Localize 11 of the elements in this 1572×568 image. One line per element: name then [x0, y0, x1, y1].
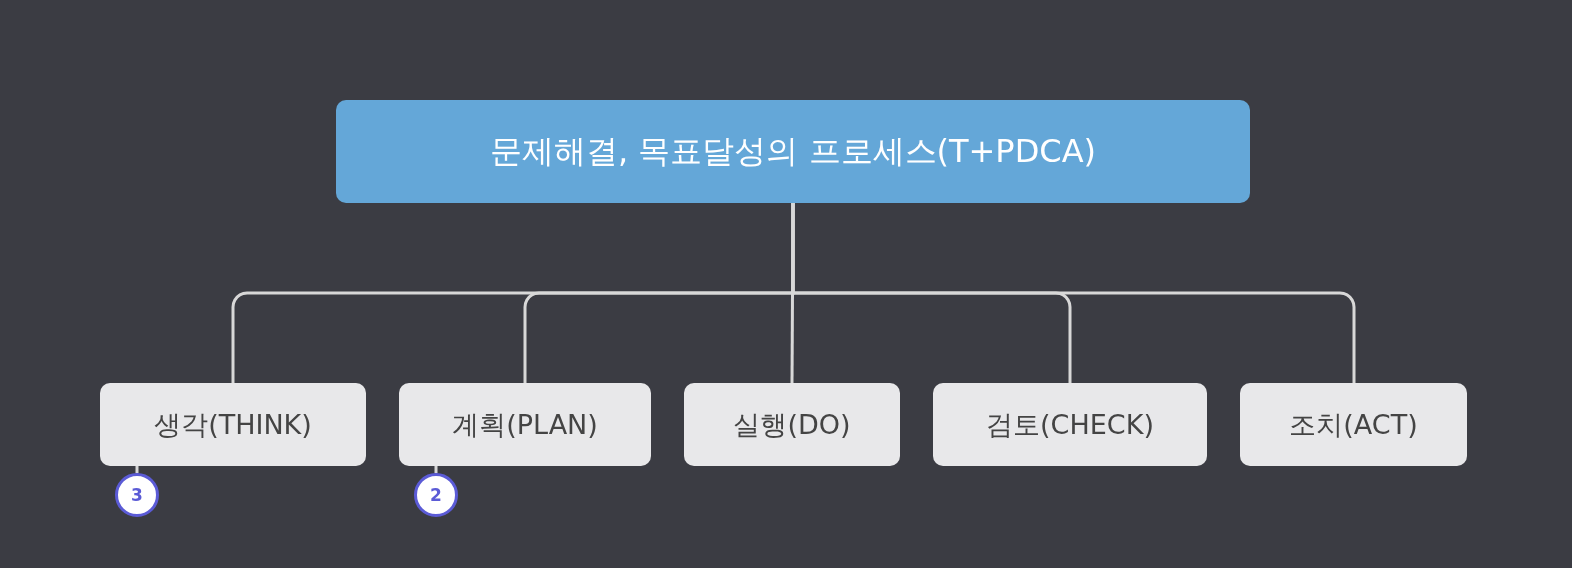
root-topic-box: 문제해결, 목표달성의 프로세스(T+PDCA): [336, 100, 1250, 203]
subtopic-box: 계획(PLAN): [399, 383, 651, 466]
count-badge: 3: [115, 473, 159, 517]
subtopic-box: 실행(DO): [684, 383, 900, 466]
subtopic-box: 조치(ACT): [1240, 383, 1467, 466]
connector-line: [790, 203, 795, 383]
subtopic-box: 검토(CHECK): [933, 383, 1207, 466]
connector-line: [135, 466, 139, 473]
subtopic-box: 생각(THINK): [100, 383, 366, 466]
count-badge: 2: [414, 473, 458, 517]
connector-line: [434, 466, 438, 473]
